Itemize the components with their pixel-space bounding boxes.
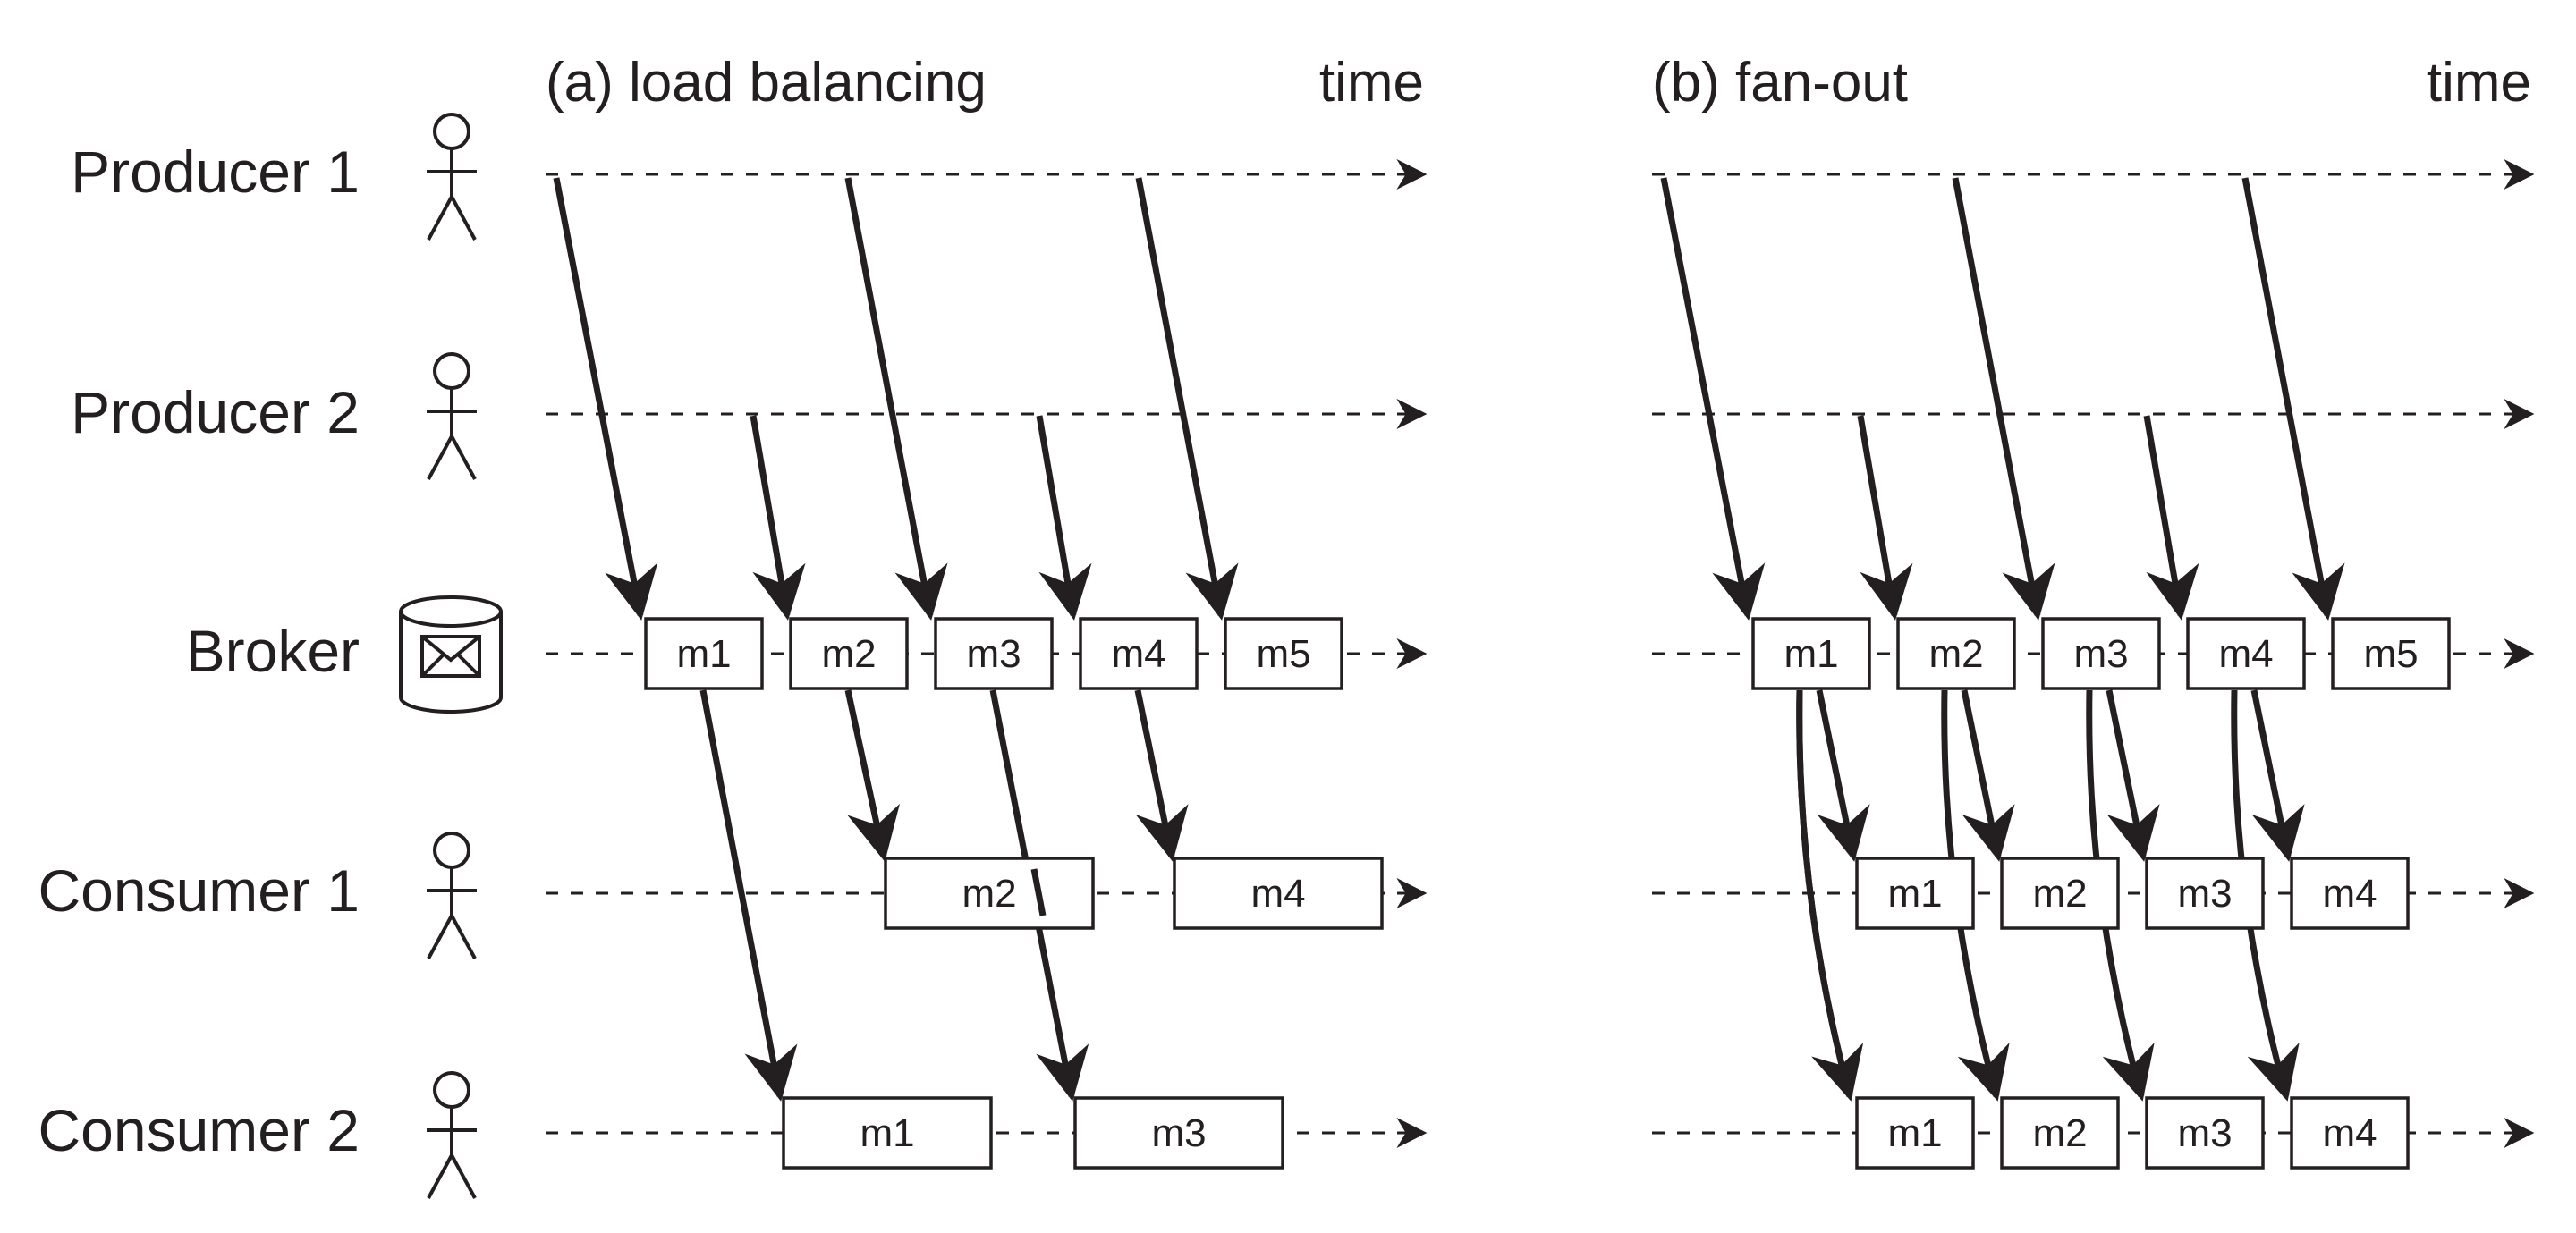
- consumer-2-message-box: m2: [2000, 1096, 2120, 1170]
- arrow-p1-m5-b: [2241, 177, 2345, 621]
- broker-message-box: m1: [1751, 617, 1871, 690]
- consumer-2-message-box: m1: [1855, 1096, 1975, 1170]
- consumer-message-label: m4: [2322, 1111, 2377, 1155]
- broker-message-label: m3: [2073, 632, 2128, 676]
- consumer-1-message-box: m3: [2145, 857, 2265, 930]
- row-label-producer-2: Producer 2: [71, 379, 360, 445]
- row-label-consumer-1: Consumer 1: [38, 857, 360, 924]
- load-balancing-panel: m1 m2 m3 m4 m5 m2 m4 m1: [553, 177, 1384, 1170]
- broker-message-label: m2: [821, 632, 876, 676]
- arrow-p1-m3-a: [844, 177, 948, 621]
- broker-message-box: m2: [1896, 617, 2016, 690]
- broker-message-box: m1: [644, 617, 764, 690]
- row-label-broker: Broker: [186, 618, 360, 684]
- broker-message-label: m2: [1928, 632, 1983, 676]
- arrow-m1-consumer-2-a: [699, 689, 798, 1102]
- arrow-p1-m1-b: [1660, 177, 1766, 621]
- consumer-message-label: m2: [2032, 1111, 2087, 1155]
- arrow-m4-consumer-1-a: [1134, 689, 1189, 862]
- arrow-p2-m2-a: [750, 415, 806, 621]
- broker-message-label: m5: [1256, 632, 1310, 676]
- person-icon: [427, 113, 477, 241]
- arrow-m2-consumer-1-b: [1961, 689, 2015, 862]
- arrow-p2-m4-a: [1036, 415, 1092, 621]
- consumer-message-label: m1: [1887, 1111, 1942, 1155]
- broker-message-box: m5: [2331, 617, 2451, 690]
- consumer-2-message-box: m3: [2145, 1096, 2265, 1170]
- consumer-2-message-box: m4: [2290, 1096, 2410, 1170]
- arrow-p1-m5-a: [1135, 177, 1239, 621]
- consumer-message-label: m2: [962, 872, 1016, 916]
- consumer-message-label: m1: [1887, 872, 1942, 916]
- consumer-1-message-box: m1: [1855, 857, 1975, 930]
- broker-message-box: m3: [2041, 617, 2161, 690]
- consumer-message-label: m3: [2177, 872, 2232, 916]
- arrow-p2-m2-b: [1857, 415, 1913, 621]
- consumer-message-label: m4: [1250, 872, 1305, 916]
- panel-title-fan-out: (b) fan-out: [1652, 52, 1908, 114]
- consumer-message-label: m3: [1151, 1111, 1206, 1155]
- consumer-1-message-box: m2: [884, 857, 1095, 930]
- consumer-1-message-box: m4: [2290, 857, 2410, 930]
- broker-message-label: m4: [2218, 632, 2273, 676]
- consumer-message-label: m1: [860, 1111, 914, 1155]
- consumer-2-message-box: m1: [782, 1096, 993, 1170]
- broker-message-label: m1: [676, 632, 731, 676]
- message-broker-icon: [399, 595, 503, 714]
- arrow-m2-consumer-1-a: [844, 689, 900, 862]
- arrow-p1-m1-a: [553, 177, 658, 621]
- panel-title-load-balancing: (a) load balancing: [546, 52, 987, 114]
- broker-message-label: m4: [1111, 632, 1165, 676]
- time-label-load-balancing: time: [1319, 52, 1424, 114]
- broker-message-label: m5: [2363, 632, 2418, 676]
- person-icon: [427, 832, 477, 959]
- broker-message-box: m3: [934, 617, 1054, 690]
- consumer-1-message-box: m4: [1173, 857, 1384, 930]
- person-icon: [427, 352, 477, 480]
- consumer-message-label: m2: [2032, 872, 2087, 916]
- fan-out-panel: m1 m2 m3 m4 m5 m1: [1660, 177, 2451, 1170]
- broker-message-box: m4: [1079, 617, 1199, 690]
- row-label-producer-1: Producer 1: [71, 139, 360, 205]
- arrow-p1-m3-b: [1952, 177, 2055, 621]
- consumer-message-label: m4: [2322, 872, 2377, 916]
- arrow-m4-consumer-1-b: [2250, 689, 2305, 862]
- consumer-message-label: m3: [2177, 1111, 2232, 1155]
- time-label-fan-out: time: [2427, 52, 2531, 114]
- arrow-overlay: [1796, 689, 1853, 1097]
- consumer-2-message-box: m3: [1073, 1096, 1284, 1170]
- broker-message-box: m4: [2186, 617, 2306, 690]
- arrow-m3-consumer-1-b: [2106, 689, 2160, 862]
- arrow-p2-m4-b: [2143, 415, 2199, 621]
- broker-message-box: m2: [789, 617, 909, 690]
- arrow-overlay: [1030, 868, 1046, 916]
- broker-message-label: m1: [1784, 632, 1838, 676]
- consumer-1-message-box: m2: [2000, 857, 2120, 930]
- broker-message-box: m5: [1224, 617, 1343, 690]
- arrow-m1-consumer-1-b: [1816, 689, 1870, 862]
- person-icon: [427, 1071, 477, 1199]
- row-label-consumer-2: Consumer 2: [38, 1097, 360, 1163]
- broker-message-label: m3: [966, 632, 1021, 676]
